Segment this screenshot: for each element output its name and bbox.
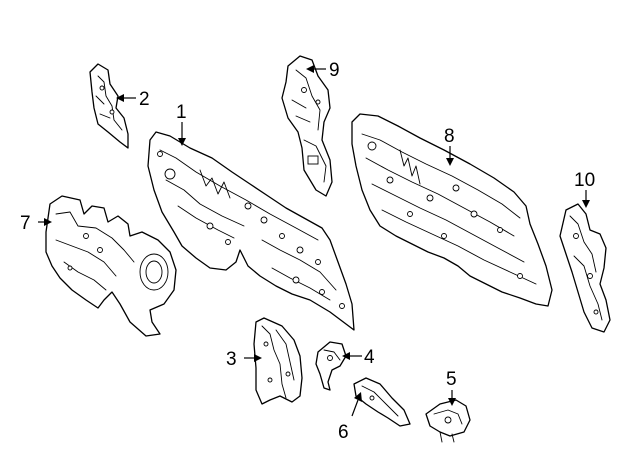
callout-label-8: 8	[444, 126, 455, 147]
callout-label-1: 1	[176, 102, 187, 123]
part-8-insulator	[351, 113, 553, 307]
callout-label-4: 4	[364, 347, 375, 368]
callout-10: 10	[574, 170, 595, 208]
part-6-bracket	[353, 377, 411, 427]
callout-label-2: 2	[139, 89, 150, 110]
part-4-bracket	[315, 341, 347, 391]
callout-label-9: 9	[329, 60, 340, 81]
part-10-bracket	[559, 203, 611, 333]
callout-label-10: 10	[574, 170, 595, 191]
callout-label-6: 6	[338, 422, 349, 443]
callout-label-7: 7	[20, 213, 31, 234]
callout-3: 3	[226, 349, 262, 370]
part-9-bracket	[281, 55, 333, 197]
callout-7: 7	[20, 213, 52, 234]
callout-2: 2	[116, 89, 150, 110]
callout-label-3: 3	[226, 349, 237, 370]
callout-6: 6	[338, 392, 362, 443]
callout-1: 1	[176, 102, 187, 146]
callout-4: 4	[342, 347, 375, 368]
part-7-insulator	[45, 195, 177, 337]
callout-8: 8	[444, 126, 455, 166]
callout-9: 9	[306, 60, 340, 81]
part-5-bracket	[425, 399, 471, 443]
part-2-bracket	[89, 63, 129, 149]
callout-5: 5	[446, 369, 457, 406]
part-1-dash-panel	[147, 131, 355, 331]
callout-label-5: 5	[446, 369, 457, 390]
part-3-bracket	[253, 317, 303, 405]
